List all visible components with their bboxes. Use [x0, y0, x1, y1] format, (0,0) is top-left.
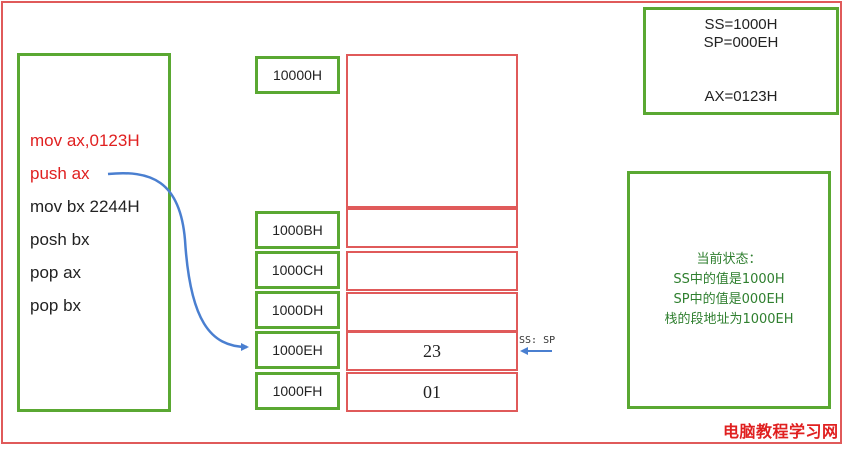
register-sp: SP=000EH [703, 34, 779, 51]
status-title: 当前状态： [696, 252, 762, 267]
stack-pointer-label: SS: SP [519, 335, 556, 346]
status-panel: 当前状态： SS中的值是1000H SP中的值是000EH 栈的段地址为1000… [627, 171, 831, 409]
code-line-mov-ax: mov ax,0123H [30, 131, 140, 150]
address-1000fh: 1000FH [255, 372, 340, 410]
address-1000eh: 1000EH [255, 331, 340, 369]
status-line-sp: SP中的值是000EH [673, 292, 785, 307]
code-panel: mov ax,0123H push ax mov bx 2244H posh b… [17, 53, 171, 412]
code-line-pop-ax: pop ax [30, 263, 82, 282]
address-top: 10000H [255, 56, 340, 94]
code-line-push-bx: posh bx [30, 230, 90, 249]
register-panel: SS=1000H SP=000EH AX=0123H [643, 7, 839, 115]
memory-cell-1000fh: 01 [346, 372, 518, 412]
status-line-ss: SS中的值是1000H [673, 272, 785, 287]
watermark: 电脑教程学习网 [723, 422, 839, 441]
status-line-address: 栈的段地址为1000EH [664, 312, 794, 327]
code-line-mov-bx: mov bx 2244H [30, 197, 140, 216]
memory-cell-1000ch [346, 251, 518, 291]
address-1000dh: 1000DH [255, 291, 340, 329]
register-ax: AX=0123H [704, 88, 778, 105]
address-1000ch: 1000CH [255, 251, 340, 289]
memory-cell-1000eh: 23 [346, 331, 518, 371]
diagram-frame [1, 1, 842, 444]
code-line-push-ax: push ax [30, 164, 90, 183]
memory-cell-1000bh [346, 208, 518, 248]
push-flow-arrow [107, 172, 249, 351]
memory-block-upper [346, 54, 518, 208]
register-ss: SS=1000H [704, 16, 778, 33]
code-line-pop-bx: pop bx [30, 296, 82, 315]
address-1000bh: 1000BH [255, 211, 340, 249]
